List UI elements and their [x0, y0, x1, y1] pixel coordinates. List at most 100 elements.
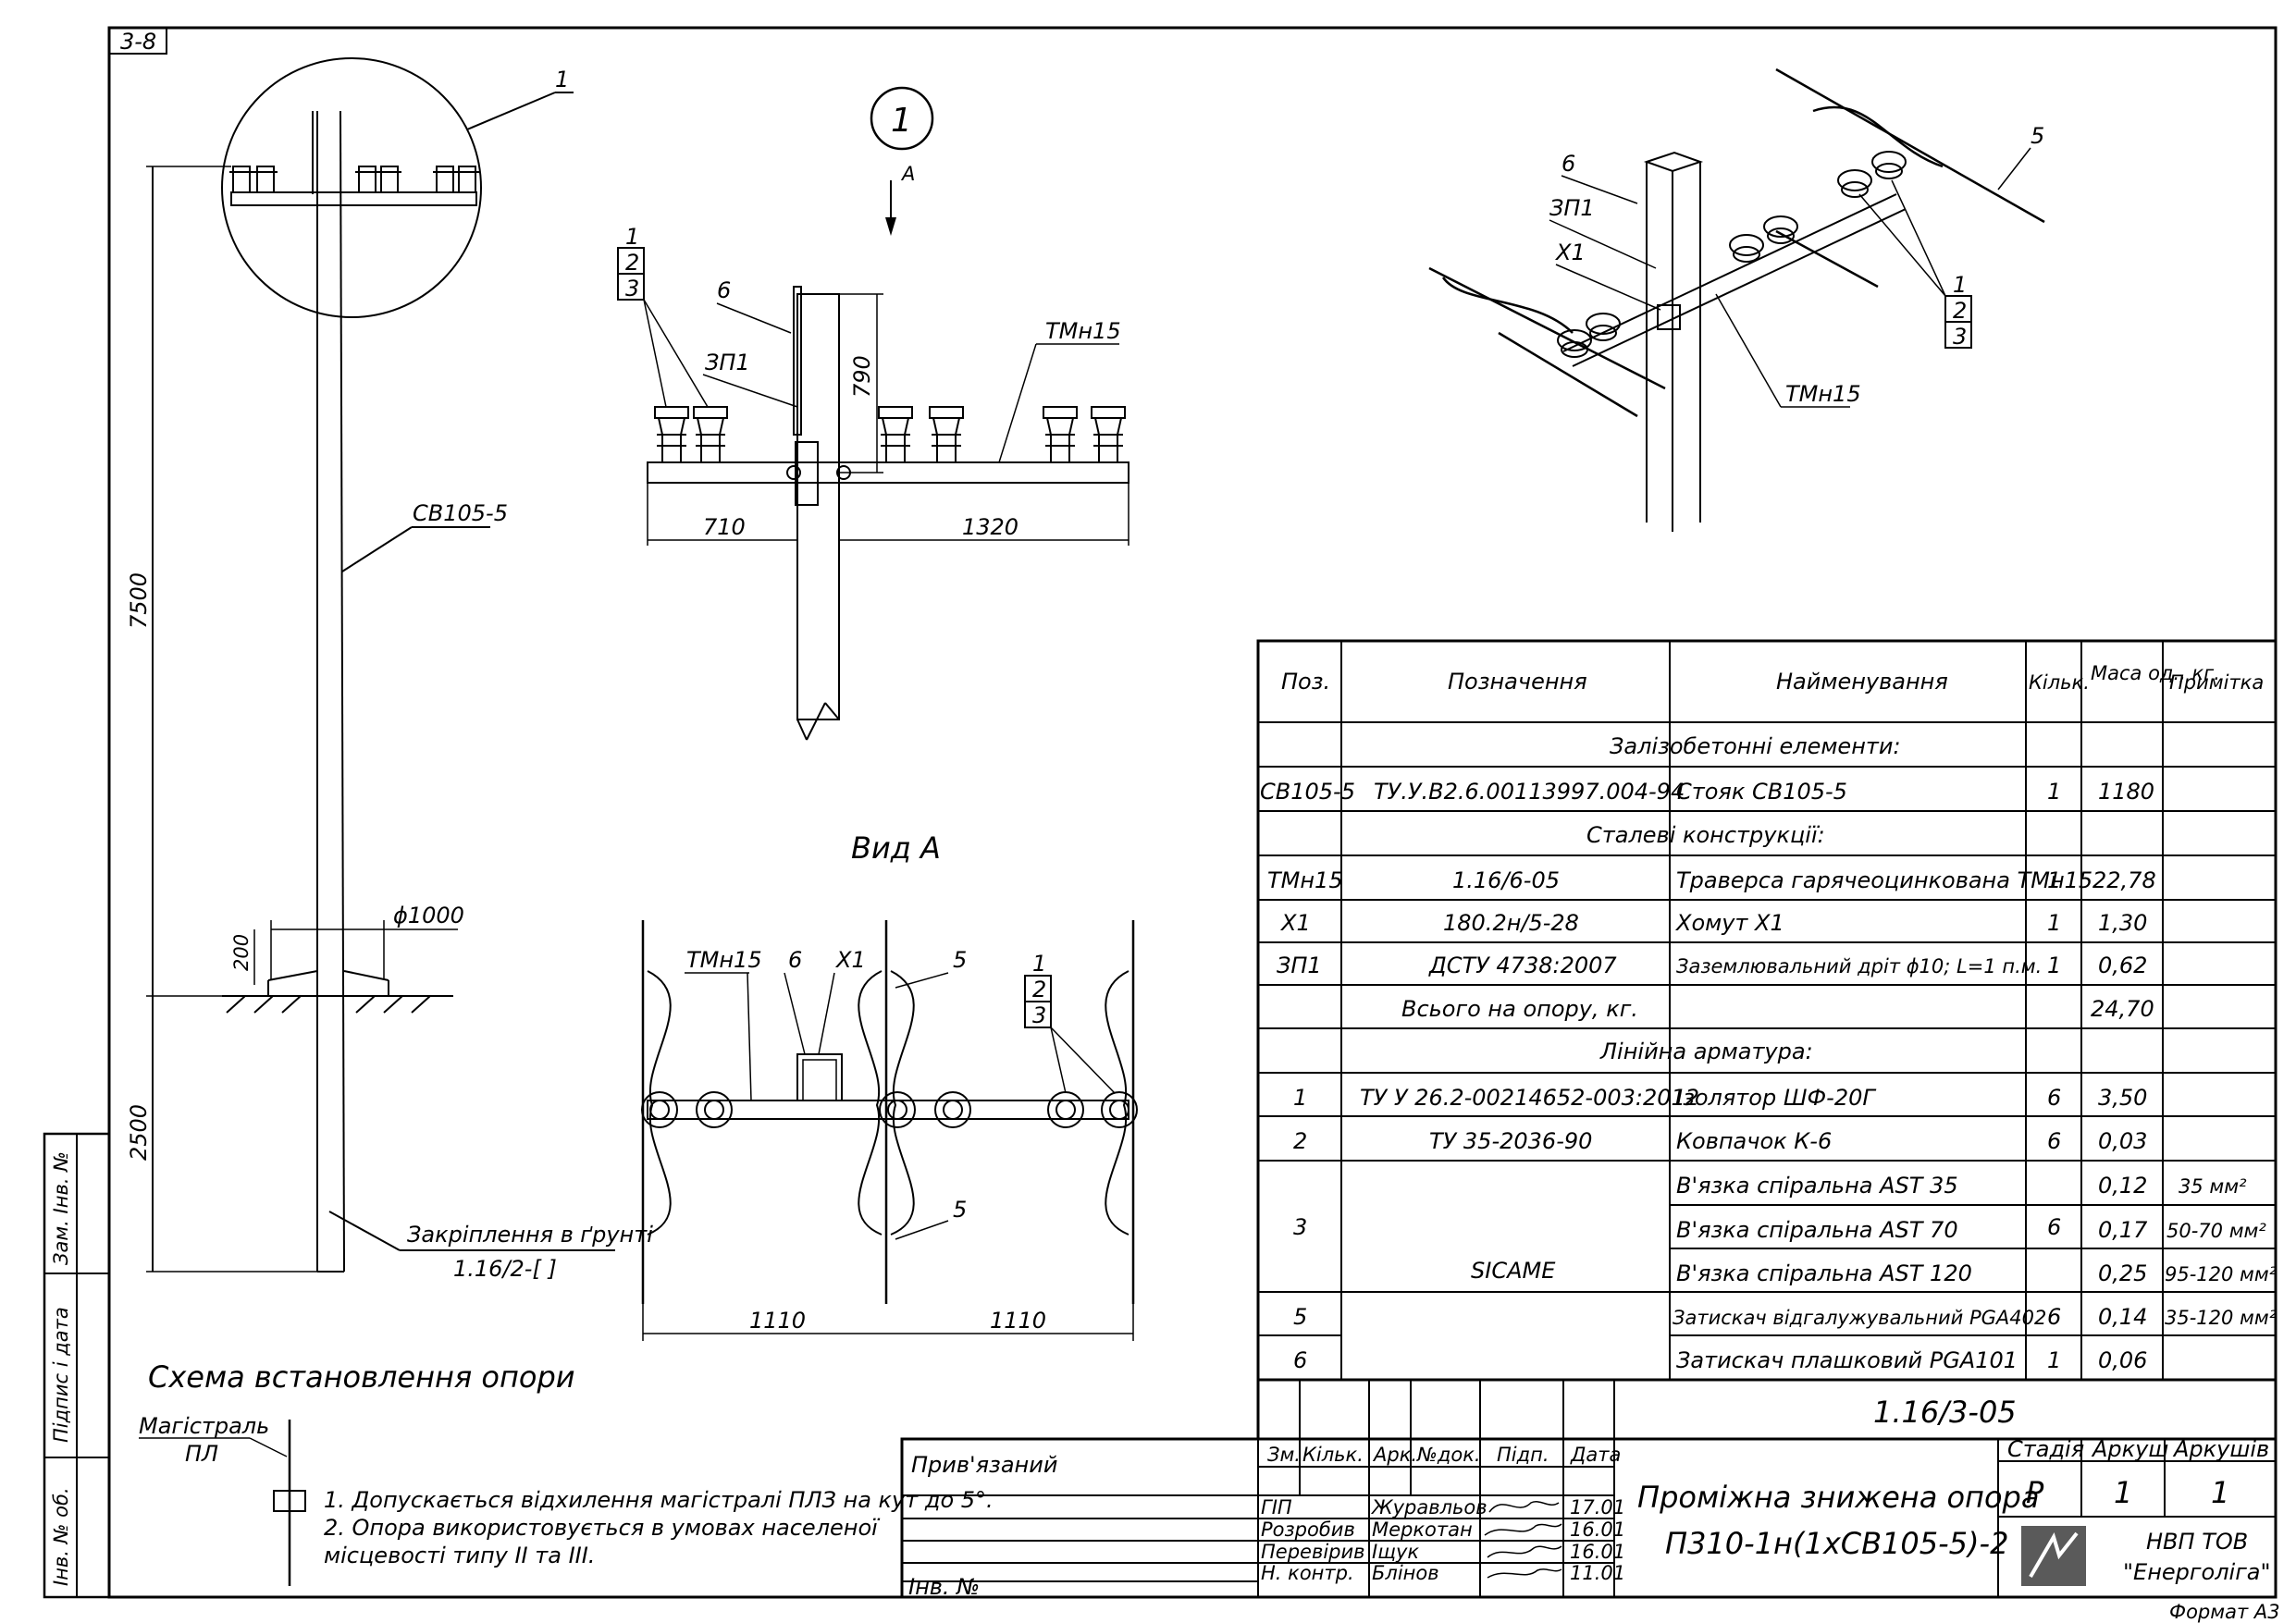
spec-cell-pos: ЗП1	[1277, 953, 1322, 978]
spec-cell-pos: 2	[1293, 1128, 1307, 1154]
spec-row: 1 ТУ У 26.2-00214652-003:2012 Ізолятор Ш…	[1293, 1085, 2147, 1111]
pole-insulators	[229, 166, 479, 193]
detail-label-1: 1	[625, 224, 639, 250]
spec-cell-pos: ТМн15	[1267, 867, 1343, 893]
detail-dim-710: 710	[703, 514, 746, 540]
view-a-label-tmn15: ТМн15	[686, 947, 762, 973]
pole-dim-below: 2500	[126, 1104, 152, 1161]
view-a-title: Вид А	[851, 830, 941, 866]
pole-callout-number: 1	[555, 67, 569, 92]
spec-header-des: Позначення	[1448, 669, 1587, 695]
spec-cell-pos: 1	[1293, 1085, 1307, 1111]
stage-label: Стадія	[2007, 1436, 2084, 1462]
detail-1: 1 А 1 2 3 6	[617, 86, 1129, 741]
note-1: 1. Допускається відхилення магістралі ПЛ…	[324, 1487, 994, 1513]
tb-name: Журавльов	[1370, 1496, 1487, 1518]
scheme-line-label-1: Магістраль	[139, 1413, 269, 1439]
spec-cell-des: ТУ 35-2036-90	[1429, 1128, 1592, 1154]
spec-cell-mass: 0,03	[2098, 1128, 2147, 1154]
spec-cell-name: В'язка спіральна AST 120	[1676, 1260, 1972, 1286]
spec-header-pos: Поз.	[1281, 669, 1330, 695]
spec-cell-mass: 22,78	[2092, 867, 2156, 893]
detail-label-6: 6	[717, 277, 731, 303]
spec-cell-des: 1.16/6-05	[1452, 867, 1560, 893]
iso-label-3: 3	[1953, 324, 1967, 350]
detail-label-2: 2	[625, 250, 639, 276]
spec-row: В'язка спіральна AST 70 0,17 50-70 мм²	[1676, 1217, 2266, 1243]
stage-value: Р	[2026, 1475, 2044, 1510]
spec-sicame: SICAME	[1471, 1258, 1556, 1284]
spec-row: 2 ТУ 35-2036-90 Ковпачок К-6 6 0,03	[1293, 1128, 2147, 1154]
tb-role: Н. контр.	[1261, 1562, 1354, 1584]
note-2: 2. Опора використовується в умовах насел…	[324, 1515, 881, 1541]
spec-cell-name: Ковпачок К-6	[1676, 1128, 1832, 1154]
pole-dim-above: 7500	[126, 572, 152, 629]
spec-table: Поз. Позначення Найменування Кільк. Маса…	[1256, 639, 2277, 1382]
drawing-number: 1.16/3-05	[1873, 1395, 2017, 1430]
view-a: Вид А ТМн15	[641, 830, 1138, 1341]
sheets-label: Аркушів	[2172, 1436, 2269, 1462]
spec-cell-qty: 1	[2047, 910, 2061, 936]
tb-date: 16.01	[1570, 1541, 1625, 1563]
spec-cell-mass: 0,06	[2098, 1347, 2147, 1373]
view-a-insulators	[641, 1091, 1138, 1128]
strip-inv-obj: Інв. № об.	[50, 1487, 72, 1586]
view-a-label-2: 2	[1032, 977, 1046, 1002]
spec-cell-qty: 6	[2047, 1304, 2061, 1330]
spec-cell-note: 95-120 мм²	[2165, 1263, 2277, 1285]
spec-cell-pos: 5	[1293, 1304, 1307, 1330]
tb-role: Розробив	[1261, 1518, 1355, 1541]
sheet-value: 1	[2114, 1475, 2132, 1510]
tb-role: Перевірив	[1261, 1541, 1365, 1563]
view-a-label-5-top: 5	[953, 947, 967, 973]
isometric-view: 6 ЗП1 Х1 5 1 2 3 ТМн15	[1428, 68, 2045, 532]
spec-total-value: 24,70	[2091, 996, 2154, 1022]
iso-label-6: 6	[1562, 151, 1575, 177]
spec-cell-name: Ізолятор ШФ-20Г	[1676, 1085, 1876, 1111]
detail-label-tmn15: ТМн15	[1045, 318, 1121, 344]
iso-label-1: 1	[1953, 272, 1967, 298]
iso-label-zp1: ЗП1	[1549, 195, 1595, 221]
spec-row: В'язка спіральна AST 120 0,25 95-120 мм²	[1676, 1260, 2277, 1286]
installation-scheme: Схема встановлення опори Магістраль ПЛ 1…	[139, 1359, 994, 1586]
spec-cell-pos: Х1	[1279, 910, 1311, 936]
tied-label: Прив'язаний	[911, 1452, 1057, 1478]
spec-cell-mass: 0,25	[2098, 1260, 2147, 1286]
tb-role: ГІП	[1261, 1496, 1292, 1518]
spec-cell-name: В'язка спіральна AST 35	[1676, 1173, 1958, 1199]
pole-dim-200: 200	[230, 934, 253, 971]
tb-name: Меркотан	[1372, 1518, 1473, 1541]
tb-name: Блінов	[1372, 1562, 1439, 1584]
tb-col-qty: Кільк.	[1302, 1444, 1364, 1466]
iso-label-tmn15: ТМн15	[1785, 381, 1861, 407]
spec-header-note: Примітка	[2169, 671, 2264, 694]
spec-section-2: Сталеві конструкції:	[1586, 822, 1825, 848]
left-strip: Інв. № об. Підпис і дата Зам. Інв. №	[43, 1132, 111, 1599]
spec-header-mass: Маса од., кг.	[2091, 662, 2220, 684]
title-line-1: Проміжна знижена опора	[1637, 1480, 2039, 1515]
spec-cell-pos: СВ105-5	[1260, 779, 1355, 805]
spec-section-3: Лінійна арматура:	[1599, 1039, 1813, 1064]
sheet-code: 3-8	[120, 29, 156, 55]
pole-dim-diameter: ϕ1000	[393, 903, 464, 928]
spec-cell-qty: 6	[2047, 1085, 2061, 1111]
spec-cell-note: 35 мм²	[2179, 1175, 2247, 1198]
tb-date: 16.01	[1570, 1518, 1625, 1541]
spec-cell-des: ТУ.У.В2.6.00113997.004-94	[1374, 779, 1685, 805]
scheme-title: Схема встановлення опори	[148, 1359, 575, 1395]
tb-col-zm: Зм.	[1267, 1444, 1301, 1466]
view-a-label-3: 3	[1032, 1002, 1046, 1028]
view-a-label-5-bottom: 5	[953, 1197, 967, 1223]
spec-row: СВ105-5 ТУ.У.В2.6.00113997.004-94 Стояк …	[1260, 779, 2154, 805]
spec-header-name: Найменування	[1776, 669, 1948, 695]
pole-label: СВ105-5	[413, 500, 508, 526]
tb-col-doc: №док.	[1416, 1444, 1481, 1466]
strip-sign-date: Підпис і дата	[50, 1307, 72, 1443]
iso-label-x1: Х1	[1554, 240, 1586, 265]
spec-total-label: Всього на опору, кг.	[1401, 996, 1638, 1022]
title-line-2: П310-1н(1хСВ105-5)-2	[1665, 1526, 2008, 1561]
spec-row: 3 В'язка спіральна AST 35 6 0,12 35 мм²	[1293, 1173, 2247, 1240]
spec-header-qty: Кільк.	[2029, 671, 2090, 694]
spec-cell-des: ДСТУ 4738:2007	[1428, 953, 1617, 978]
